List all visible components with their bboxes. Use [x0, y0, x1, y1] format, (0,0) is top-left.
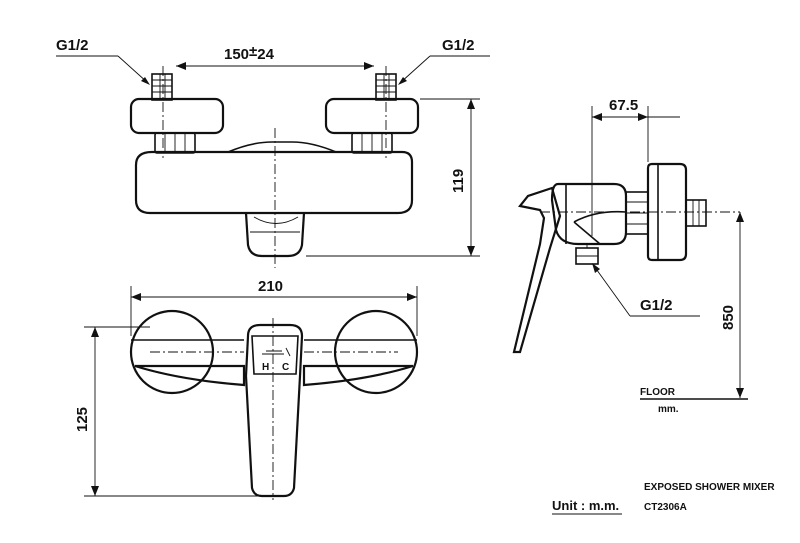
- center-distance-dimension: 150±24: [176, 43, 374, 70]
- install-height-dimension: 850: [720, 212, 744, 398]
- front-view: H C: [129, 309, 419, 500]
- left-inlet-nipple: [151, 73, 173, 101]
- height-label: 119: [450, 169, 467, 193]
- depth-label: 67.5: [609, 97, 638, 114]
- spout-inner: [253, 216, 299, 224]
- mixer-body: [134, 150, 414, 215]
- thread-right-callout: G1/2: [398, 37, 490, 85]
- thread-side-label: G1/2: [640, 297, 673, 314]
- lever-handle[interactable]: [244, 323, 304, 498]
- thread-side-callout: G1/2: [592, 263, 700, 317]
- side-nipple: [685, 199, 707, 227]
- front-body: [134, 364, 246, 387]
- mixer-top-bump: [227, 141, 337, 153]
- install-height-label: 850: [720, 305, 737, 330]
- side-view: [512, 162, 740, 354]
- depth-dimension: 67.5: [591, 97, 680, 236]
- top-view: [129, 66, 420, 268]
- thread-left-label: G1/2: [56, 37, 89, 54]
- left-nut: [154, 132, 196, 154]
- brand-logo: [262, 347, 291, 357]
- front-height-label: 125: [74, 407, 91, 432]
- center-distance-label: 150±24: [224, 43, 275, 63]
- width-label: 210: [258, 278, 283, 295]
- thread-left-callout: G1/2: [56, 37, 150, 85]
- cold-indicator: C: [282, 362, 289, 373]
- width-dimension: 210: [130, 278, 418, 336]
- height-dimension: 119: [306, 98, 480, 257]
- product-type: EXPOSED SHOWER MIXER: [644, 482, 775, 493]
- side-lever[interactable]: [512, 186, 562, 354]
- unit-label: Unit : m.m.: [552, 498, 619, 513]
- title-block: EXPOSED SHOWER MIXER Unit : m.m. CT2306A: [552, 482, 775, 515]
- floor-line: FLOOR mm.: [640, 387, 748, 415]
- side-rosette: [646, 162, 688, 262]
- hot-indicator: H: [262, 362, 269, 373]
- thread-right-label: G1/2: [442, 37, 475, 54]
- floor-unit: mm.: [658, 404, 679, 415]
- right-escutcheon: [324, 97, 420, 135]
- floor-label: FLOOR: [640, 387, 676, 398]
- model-number: CT2306A: [644, 502, 687, 513]
- side-body: [550, 182, 628, 246]
- left-escutcheon: [129, 97, 225, 135]
- front-height-dimension: 125: [74, 326, 258, 497]
